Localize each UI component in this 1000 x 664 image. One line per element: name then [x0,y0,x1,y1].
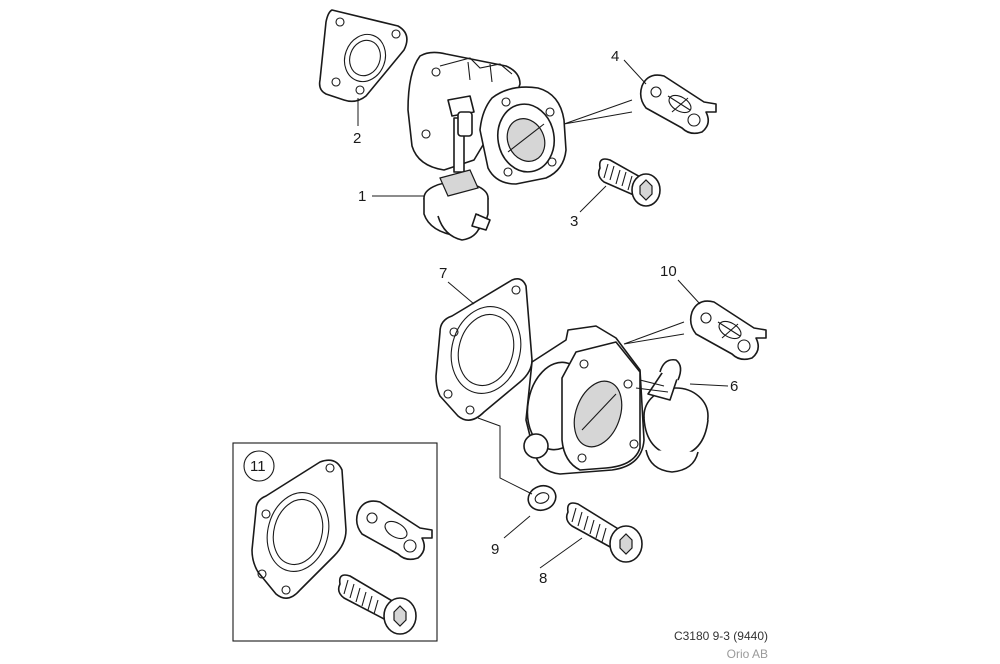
callout-6: 6 [730,378,738,395]
throttle-body-part-1 [407,51,567,241]
kit-screw [337,574,417,635]
callout-4: 4 [611,48,619,65]
kit-badge-circle [243,450,275,482]
callout-8: 8 [539,570,547,587]
leader-lines [357,59,729,569]
kit-box-11 [232,442,438,642]
mounting-axis-line [477,417,533,495]
callout-9: 9 [491,541,499,558]
kit-gasket [251,459,347,599]
callout-2: 2 [353,130,361,147]
callout-1: 1 [358,188,366,205]
washer-part-9 [527,484,557,512]
diagram-code: C3180 9-3 (9440) [674,629,768,643]
kit-lever [355,500,433,561]
screw-part-3 [597,158,661,207]
assembly-direction-lines-top [563,99,633,125]
screw-part-8 [565,502,643,563]
callout-7: 7 [439,265,447,282]
gasket-part-7 [435,278,533,421]
callout-10: 10 [660,263,677,280]
lever-part-4 [639,74,717,135]
gasket-part-2 [318,9,408,103]
callout-11: 11 [250,458,266,475]
throttle-body-part-6 [523,325,709,475]
lever-part-10 [689,300,767,361]
callout-3: 3 [570,213,578,230]
assembly-direction-lines-bottom [623,321,685,345]
publisher-label: Orio AB [727,647,768,661]
